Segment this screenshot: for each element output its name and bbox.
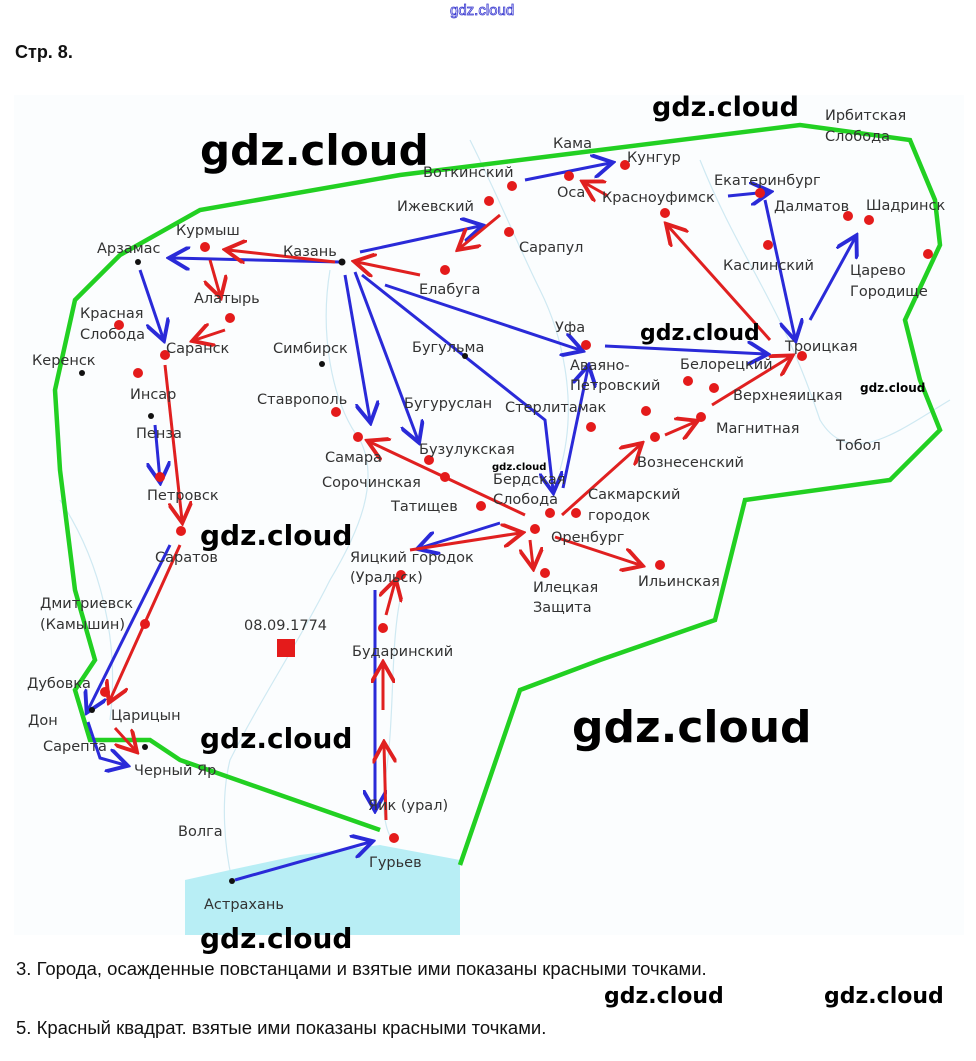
city-label: Казань [283, 244, 337, 260]
city-label: Дубовка [27, 676, 91, 692]
city-label: Сакмарский [588, 487, 680, 503]
river-label: Волга [178, 824, 223, 840]
city-label: Илецкая [533, 580, 598, 596]
watermark: gdz.cloud [200, 722, 352, 755]
city-label: Оса [557, 185, 585, 201]
city-label: Красная [80, 306, 143, 322]
city-label: Бердская [493, 472, 565, 488]
city-label: Аваяно- [570, 358, 630, 374]
city-label: (Уральск) [350, 570, 423, 586]
city-label: Кунгур [627, 150, 681, 166]
city-label: Слобода [80, 327, 145, 343]
city-labels: Ирбитская Слобода Кама Кунгур Воткинский… [27, 108, 945, 913]
city-label: Верхнеяицкая [733, 388, 842, 404]
city-label: Самара [325, 450, 382, 466]
city-label: Арзамас [97, 241, 161, 257]
city-label: (Камышин) [40, 617, 125, 633]
city-label: Елабуга [419, 282, 480, 298]
city-label: Дмитриевск [40, 596, 133, 612]
city-label: Керенск [32, 353, 96, 369]
captured-cities [100, 160, 933, 843]
city-label: Слобода [825, 129, 890, 145]
city-label: Шадринск [866, 198, 945, 214]
watermark-top: gdz.cloud [450, 2, 515, 20]
city-label: Оренбург [551, 530, 624, 546]
rivers [59, 139, 951, 881]
city-label: Царево [850, 263, 906, 279]
city-label: Пенза [136, 426, 182, 442]
city-label: Черный Яр [134, 763, 216, 779]
watermark: gdz.cloud [640, 321, 760, 346]
city-label: Сорочинская [322, 475, 421, 491]
city-label: Бузулукская [419, 442, 515, 458]
city-label: Бугульма [412, 340, 484, 356]
watermark: gdz.cloud [200, 922, 352, 955]
city-label: Яик (урал) [368, 798, 448, 814]
city-label: Городище [850, 284, 928, 300]
city-label: Воткинский [423, 165, 514, 181]
date-label: 08.09.1774 [244, 618, 327, 634]
city-label: Стерлитамак [505, 400, 607, 416]
city-label: Слобода [493, 492, 558, 508]
city-label: Ильинская [638, 574, 720, 590]
rebel-routes [110, 183, 790, 821]
watermark: gdz.cloud [824, 984, 944, 1009]
city-label: Царицын [111, 708, 181, 724]
map-background [14, 95, 964, 935]
city-label: Защита [533, 600, 592, 616]
city-label: Симбирск [273, 341, 348, 357]
river-label: Дон [28, 713, 58, 729]
city-label: Алатырь [194, 291, 260, 307]
watermark: gdz.cloud [572, 702, 812, 753]
watermark: gdz.cloud [652, 92, 799, 123]
other-cities [79, 258, 468, 884]
city-label: Бугуруслан [404, 396, 492, 412]
city-label: Саранск [166, 341, 230, 357]
city-label: Астрахань [204, 897, 284, 913]
city-label: Ижевский [397, 199, 474, 215]
city-label: Петровск [147, 488, 219, 504]
city-label: Белорецкий [680, 357, 773, 373]
city-label: Далматов [774, 199, 849, 215]
uprising-boundary [52, 122, 943, 866]
watermark: gdz.cloud [200, 519, 352, 552]
note-3: 3. Города, осажденные повстанцами и взят… [16, 958, 707, 979]
watermark: gdz.cloud [200, 126, 429, 175]
watermark: gdz.cloud [492, 462, 546, 473]
city-label: Магнитная [716, 421, 799, 437]
city-label: Ставрополь [257, 392, 347, 408]
city-label: Сарапул [519, 240, 583, 256]
city-label: городок [588, 508, 650, 524]
city-label: Инсар [130, 387, 176, 403]
red-square-marker [277, 639, 295, 657]
caspian-sea [185, 845, 460, 935]
city-label: Бударинский [352, 644, 453, 660]
city-label: Ирбитская [825, 108, 906, 124]
city-label: Троицкая [784, 339, 858, 355]
city-label: Саратов [155, 550, 218, 566]
river-label: Тобол [835, 438, 881, 454]
city-label: Каслинский [723, 258, 814, 274]
city-label: Татищев [390, 499, 458, 515]
city-label: Красноуфимск [602, 190, 715, 206]
city-label: Петровский [570, 378, 660, 394]
city-label: Уфа [555, 320, 585, 336]
page-reference: Стр. 8. [15, 42, 73, 62]
city-label: Сарепта [43, 739, 107, 755]
watermarks: gdz.cloud gdz.cloud gdz.cloud gdz.cloud … [200, 92, 944, 1009]
city-label: Екатеринбург [714, 173, 821, 189]
watermark: gdz.cloud [860, 381, 925, 395]
city-label: Вознесенский [637, 455, 744, 471]
river-label: Кама [553, 136, 592, 152]
note-5: 5. Красный квадрат. взятые ими показаны … [16, 1017, 547, 1038]
city-label: Гурьев [369, 855, 422, 871]
city-label: Курмыш [176, 223, 240, 239]
watermark: gdz.cloud [604, 984, 724, 1009]
city-label: Яицкий городок [350, 550, 474, 566]
